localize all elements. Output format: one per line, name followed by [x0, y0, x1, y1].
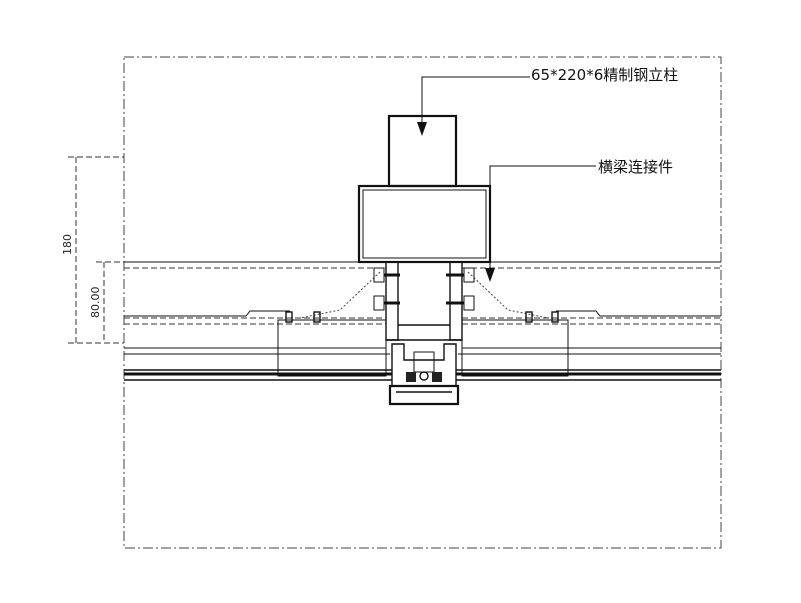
- column-web: [385, 262, 463, 341]
- bolts-right: [446, 267, 559, 323]
- callout-column: 65*220*6精制钢立柱: [531, 66, 678, 84]
- transom-lines: [124, 261, 721, 325]
- column-main-tube: [357, 184, 492, 264]
- column-main-tube-inner: [362, 189, 487, 259]
- leader-connector: [485, 165, 596, 282]
- callout-connector: 横梁连接件: [598, 158, 673, 176]
- bolts-left: [285, 267, 400, 323]
- glazing-lines: [124, 347, 721, 381]
- drawing-frame: [123, 56, 722, 549]
- pressure-plate: [388, 343, 460, 406]
- dimension-partial: 80.00: [89, 287, 102, 319]
- leader-column: [417, 76, 530, 136]
- dimension-total: 180: [61, 234, 74, 255]
- dimension-lines: [68, 156, 124, 344]
